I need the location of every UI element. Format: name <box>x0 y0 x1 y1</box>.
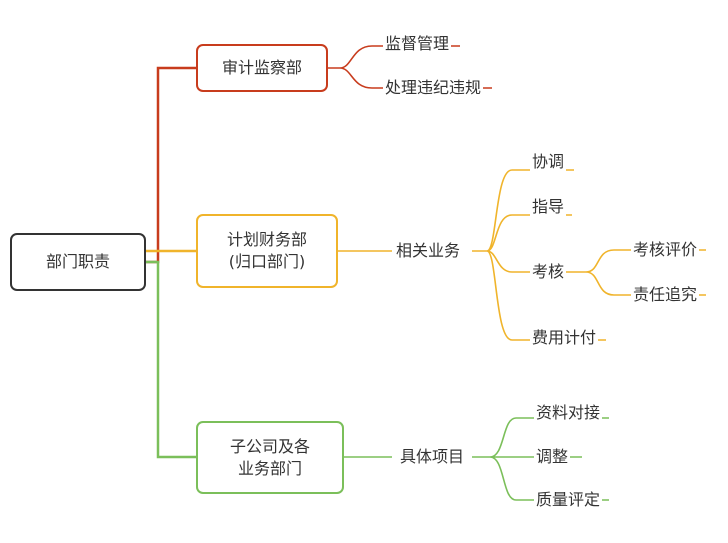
leaf-adjustment: 调整 <box>534 447 571 467</box>
leaf-coordinate: 协调 <box>530 152 567 172</box>
connector-yellow-sub <box>572 249 706 296</box>
mid-related-business: 相关业务 <box>394 241 463 261</box>
branch-finance-label-line1: 计划财务部 <box>226 230 307 250</box>
root-node: 部门职责 <box>10 233 146 291</box>
leaf-supervision: 监督管理 <box>383 34 452 54</box>
leaf-guide: 指导 <box>530 197 567 217</box>
leaf-expense: 费用计付 <box>530 328 599 348</box>
leaf-quality: 质量评定 <box>534 490 603 510</box>
connector-yellow-leaves <box>472 169 606 341</box>
connector-red-leaves <box>328 45 492 89</box>
branch-node-audit: 审计监察部 <box>196 44 328 92</box>
sub-accountability: 责任追究 <box>631 285 700 305</box>
leaf-discipline: 处理违纪违规 <box>383 78 484 98</box>
branch-audit-label: 审计监察部 <box>221 58 302 78</box>
connector-root-red <box>146 66 196 264</box>
leaf-data-docking: 资料对接 <box>534 403 603 423</box>
connector-root-green <box>146 260 196 459</box>
branch-subsidiaries-label-line1: 子公司及各 <box>229 436 310 456</box>
branch-node-finance: 计划财务部 (归口部门) <box>196 214 338 288</box>
mid-specific-items: 具体项目 <box>398 447 467 467</box>
branch-node-subsidiaries: 子公司及各 业务部门 <box>196 421 344 494</box>
leaf-assessment: 考核 <box>530 262 567 282</box>
branch-subsidiaries-label-line2: 业务部门 <box>237 458 302 478</box>
sub-evaluation: 考核评价 <box>631 240 700 260</box>
branch-finance-label-line2: (归口部门) <box>228 252 306 271</box>
root-label: 部门职责 <box>45 252 110 272</box>
